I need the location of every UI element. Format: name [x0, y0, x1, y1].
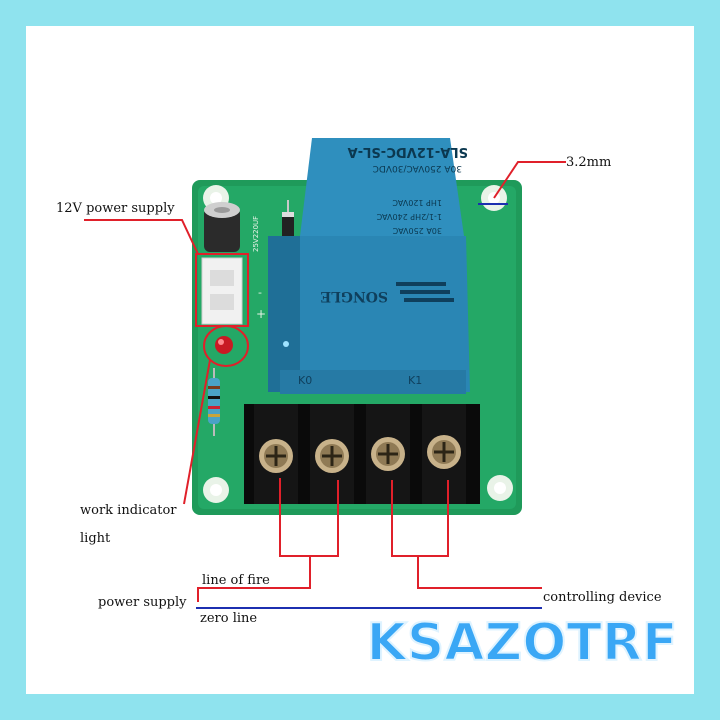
label-power-supply: power supply	[98, 595, 187, 610]
minus-sign: -	[258, 286, 262, 299]
label-work-indicator-light: light	[80, 531, 111, 546]
screw-1	[259, 439, 293, 473]
capacitor-label: 25V220UF	[252, 216, 260, 252]
screw-4	[427, 435, 461, 469]
label-controlling-device: controlling device	[543, 590, 662, 605]
screw-3	[371, 437, 405, 471]
capacitor: 25V220UF	[204, 202, 260, 252]
relay-rating-1: 30A 250VAC	[392, 226, 442, 235]
resistor	[208, 368, 220, 436]
relay-rating-3: 1HP 120VAC	[392, 198, 442, 207]
relay-model: SLA-12VDC-SL-A	[348, 144, 468, 159]
label-line-of-fire: line of fire	[202, 573, 270, 588]
relay: 30A 250VAC 1-1/2HP 240VAC 1HP 120VAC 30A…	[268, 138, 470, 394]
relay-rating-4: 30A 250VAC/30VDC	[373, 163, 462, 173]
brand-watermark: KSAZOTRF	[367, 613, 678, 673]
screw-2	[315, 439, 349, 473]
relay-rating-2: 1-1/2HP 240VAC	[376, 212, 442, 221]
power-connector	[201, 257, 243, 325]
led	[215, 336, 233, 354]
label-hole-size: 3.2mm	[566, 155, 611, 170]
terminal-block	[244, 404, 480, 504]
mounting-hole-bottom-right	[487, 475, 513, 501]
relay-maker: SONGLE	[320, 288, 388, 304]
mounting-hole-bottom-left	[203, 477, 229, 503]
label-12v-power-supply: 12V power supply	[56, 201, 175, 216]
label-zero-line: zero line	[200, 611, 257, 626]
plus-sign: +	[256, 307, 266, 321]
pin-k1: K1	[408, 374, 422, 387]
songle-logo: SONGLE	[320, 282, 454, 304]
callouts	[84, 161, 566, 609]
label-work-indicator: work indicator	[80, 503, 177, 518]
pin-k0: K0	[298, 374, 312, 387]
